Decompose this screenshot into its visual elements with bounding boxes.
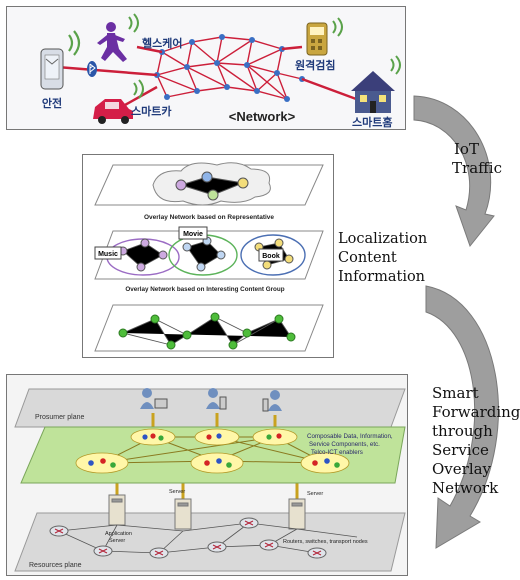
service-overlay-panel: Prosumer plane (6, 374, 408, 576)
label-smarthome: 스마트홈 (352, 115, 392, 129)
localization-line-2: Content (338, 250, 397, 266)
label-prosumer-plane: Prosumer plane (35, 414, 85, 421)
localization-line-3: Information (338, 269, 426, 285)
smart-forwarding-line-1: Smart (432, 384, 479, 402)
iot-network-figure: 안전 헬스케어 스마트카 원격검침 (40, 13, 401, 129)
group-movie: Movie (183, 231, 203, 238)
caption-representative: Overlay Network based on Representative (144, 214, 274, 221)
meter-icon (306, 17, 343, 56)
overlay-network-panel: Overlay Network based on Representative … (82, 154, 334, 358)
service-overlay-figure: Prosumer plane (14, 388, 406, 572)
label-localization: Localization Content Information (338, 230, 427, 287)
smart-forwarding-line-6: Network (432, 479, 499, 497)
server-icon-middle (174, 498, 192, 530)
app-server-line-1: Application (105, 531, 132, 537)
curved-arrow-icon-2 (425, 285, 499, 549)
network-nodes (154, 34, 305, 102)
localization-line-1: Localization (338, 231, 428, 247)
group-book: Book (262, 253, 280, 260)
label-routers: Routers, switches, transport nodes (283, 539, 368, 545)
label-healthcare: 헬스케어 (142, 36, 182, 50)
app-server-line-2: Server (109, 538, 125, 544)
curved-arrow-icon-1 (413, 95, 495, 248)
smart-forwarding-line-3: through (432, 422, 493, 440)
runner-icon (97, 13, 139, 62)
iot-traffic-line-1: IoT (454, 140, 479, 158)
group-music: Music (98, 251, 118, 258)
label-smartcar: 스마트카 (131, 104, 171, 118)
label-server-middle: Server (169, 489, 185, 495)
phone-icon (40, 30, 81, 90)
label-resources-plane: Resources plane (29, 562, 82, 569)
label-safety: 안전 (42, 96, 62, 110)
enablers-line-1: Composable Data, Information, (307, 433, 393, 440)
car-icon (93, 79, 144, 124)
bluetooth-icon (87, 61, 97, 77)
caption-interest-group: Overlay Network based on Interesting Con… (125, 286, 284, 293)
enablers-line-3: Telco-ICT enablers (311, 449, 363, 456)
user-laptop-icon (140, 388, 168, 409)
label-server-right: Server (307, 491, 323, 497)
house-icon (351, 55, 401, 113)
user-device-icon (262, 390, 282, 412)
smart-forwarding-line-2: Forwarding (432, 403, 520, 421)
label-iot-traffic: IoT Traffic (450, 140, 502, 178)
overlay-network-figure: Overlay Network based on Representative … (94, 162, 324, 352)
label-remote-metering: 원격검침 (295, 58, 335, 72)
iot-traffic-line-2: Traffic (452, 159, 502, 177)
label-network: <Network> (229, 109, 296, 124)
user-phone-icon (206, 388, 227, 410)
enablers-line-2: Service Components, etc. (309, 441, 380, 448)
iot-network-panel: 안전 헬스케어 스마트카 원격검침 (6, 6, 406, 130)
smart-forwarding-line-4: Service (432, 441, 489, 459)
smart-forwarding-line-5: Overlay (432, 460, 492, 478)
label-smart-forwarding: Smart Forwarding through Service Overlay… (432, 384, 520, 498)
